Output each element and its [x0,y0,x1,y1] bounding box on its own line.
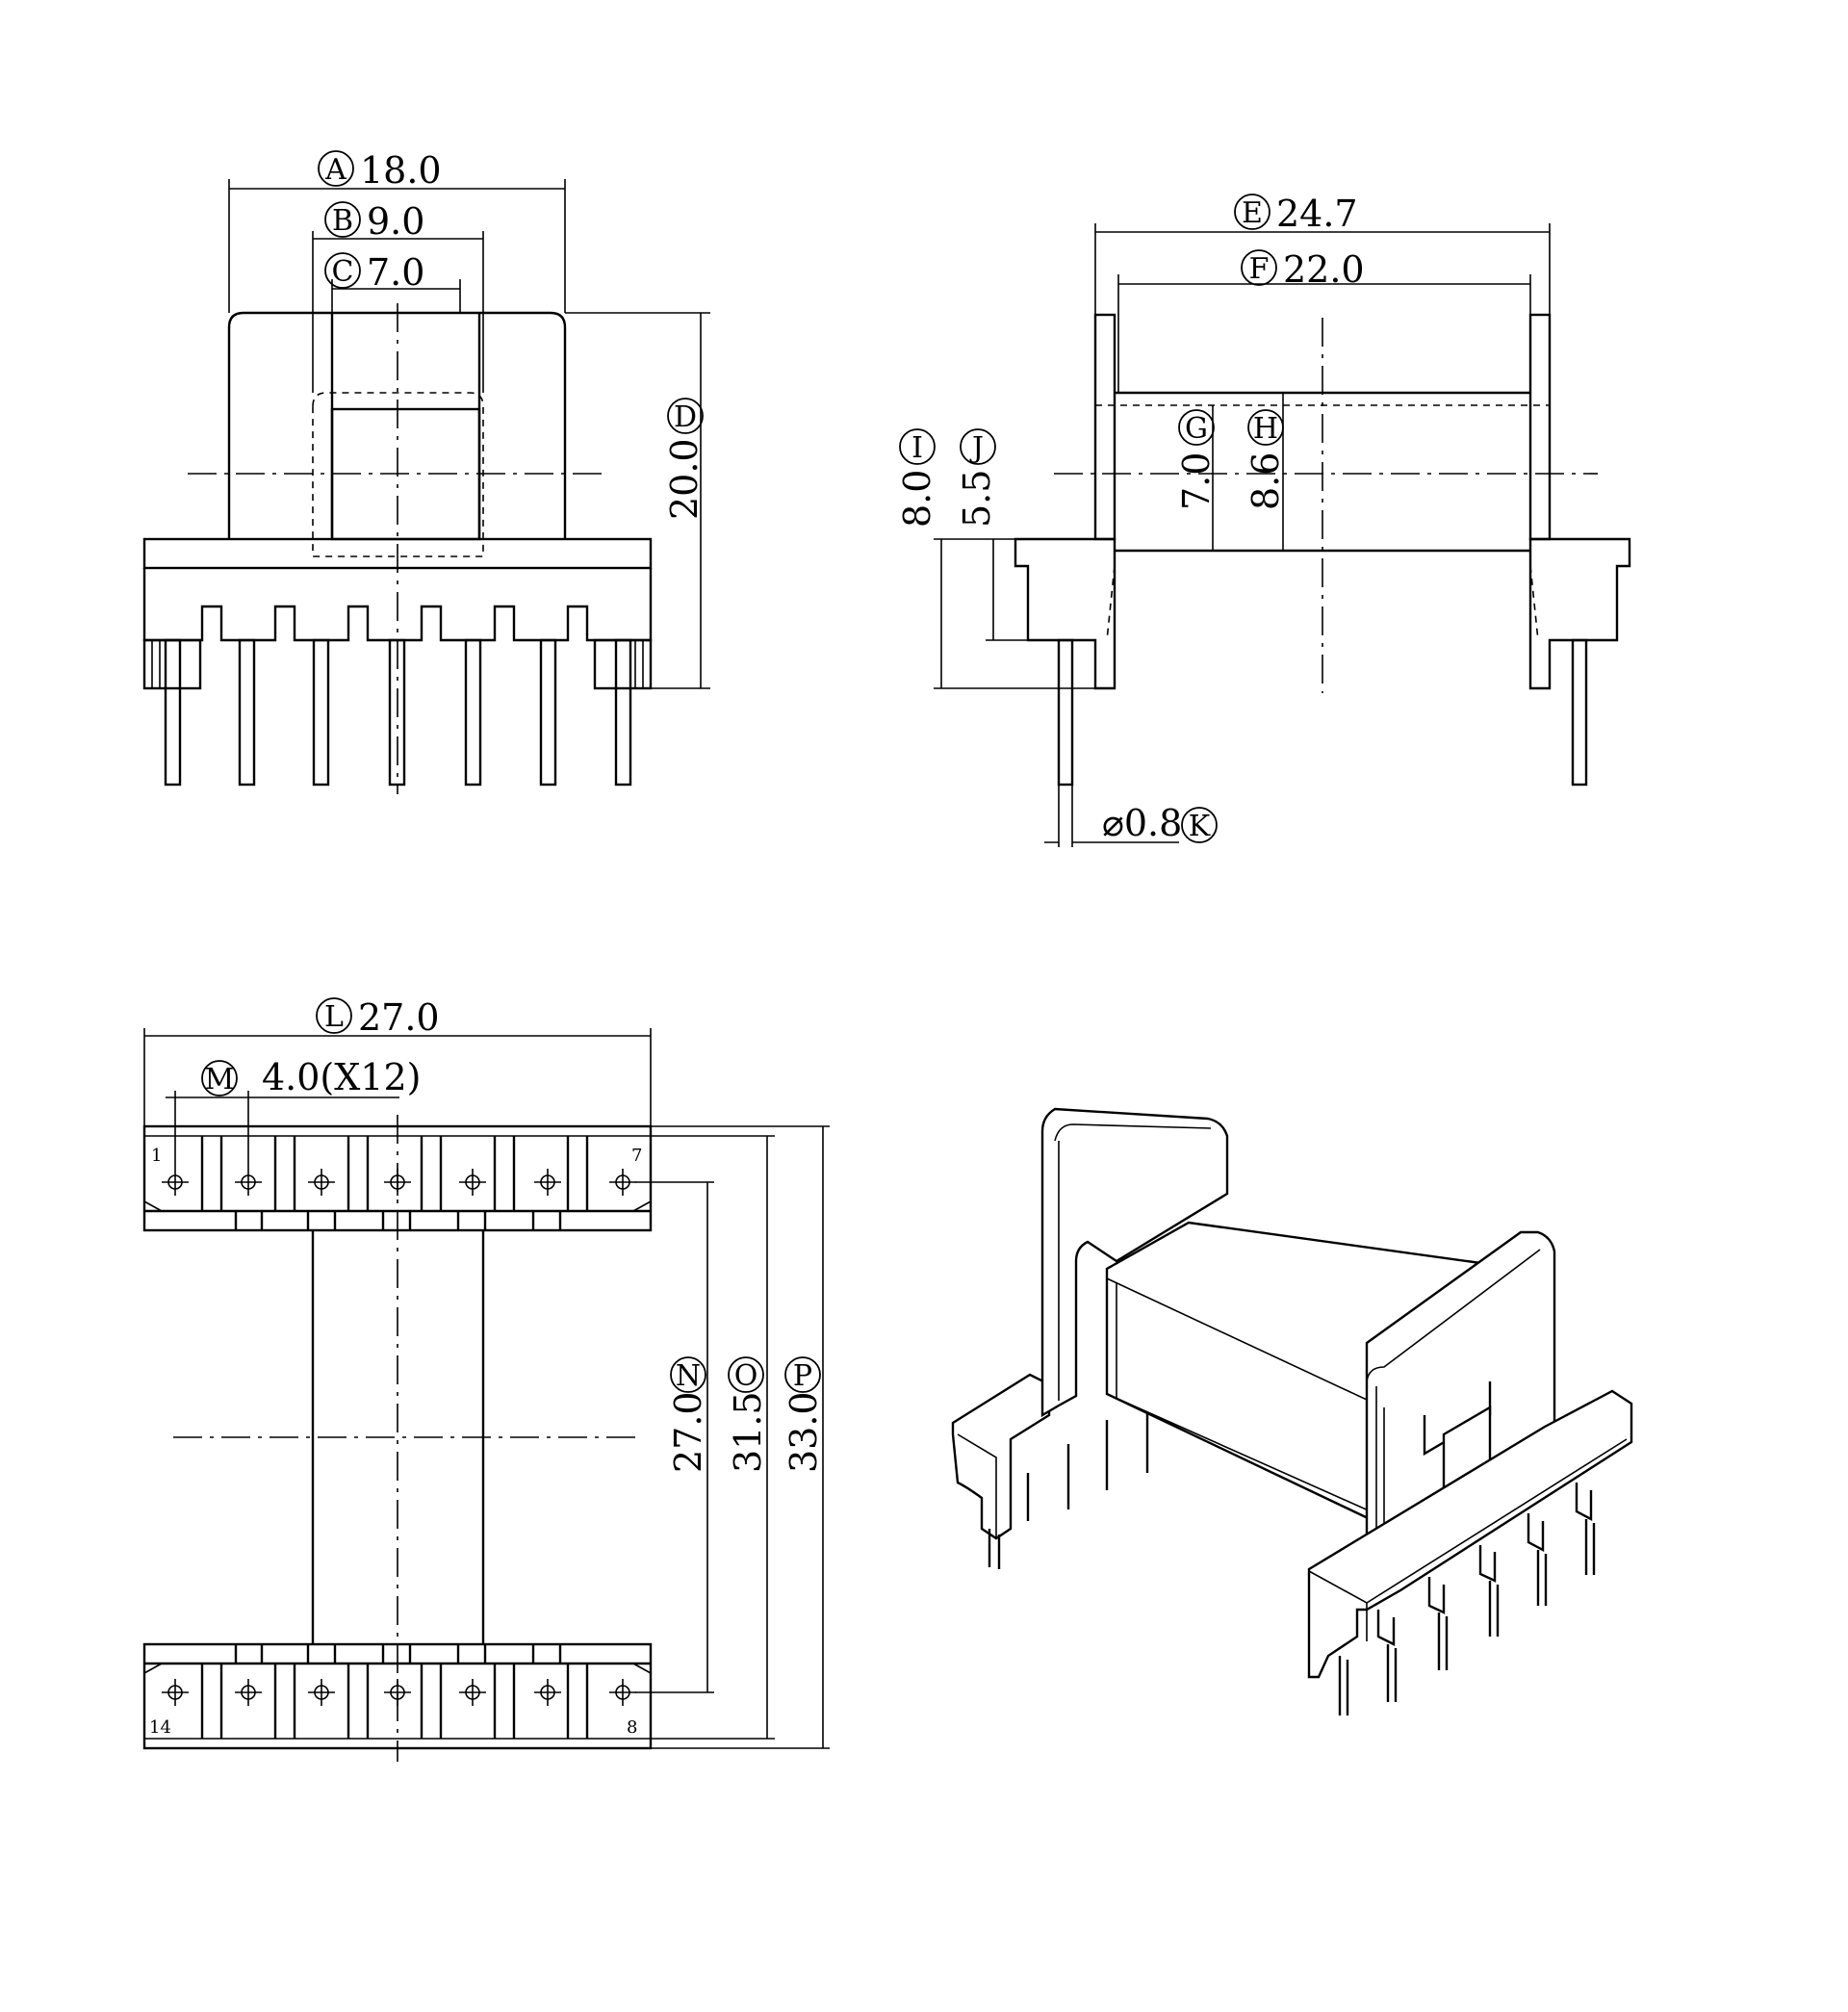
dim-f-value: 22.0 [1283,248,1365,291]
dimension-g: G 7.0 [1175,405,1218,551]
dim-c-letter: C [332,255,354,289]
dimension-b: B 9.0 [312,200,484,393]
front-view [142,303,653,794]
dim-c-value: 7.0 [367,251,424,294]
dim-n-value: 27.0 [667,1391,709,1473]
dim-j-letter: J [969,431,984,465]
dim-a-letter: A [324,153,346,187]
side-view [1014,313,1631,787]
dim-j-value: 5.5 [956,470,998,528]
dimension-c: C 7.0 [324,251,461,313]
dimension-j: J 5.5 [956,428,1028,641]
top-pin-markers [162,1169,636,1196]
pin-label-14: 14 [149,1717,171,1738]
dim-e-value: 24.7 [1276,193,1358,235]
dimension-p: P 33.0 [651,1125,830,1749]
bottom-pin-markers [162,1679,636,1706]
isometric-view [951,1107,1633,1715]
dimension-f: F 22.0 [1117,248,1531,393]
dimension-d: D 20.0 [565,312,710,689]
dimension-k: ⌀0.8 K [1044,785,1218,847]
dim-m-letter: M [205,1063,235,1096]
dimension-o: O 31.5 [651,1135,775,1740]
dimension-m: M 4.0(X12) [166,1056,422,1169]
dim-k-letter: K [1189,810,1211,843]
dim-o-value: 31.5 [727,1391,769,1473]
dim-h-value: 8.6 [1245,452,1287,510]
dim-l-value: 27.0 [358,996,440,1039]
dim-m-value: 4.0(X12) [262,1056,422,1098]
iso-front-pins [1338,1483,1596,1715]
pin-label-8: 8 [627,1717,637,1738]
pin-label-1: 1 [151,1146,162,1166]
dim-l-letter: L [324,1000,344,1034]
dim-b-value: 9.0 [367,200,424,243]
dim-i-letter: I [911,431,923,465]
dim-e-letter: E [1242,196,1263,230]
dim-i-value: 8.0 [896,470,938,528]
pin-label-7: 7 [631,1146,642,1166]
dimension-l: L 27.0 [143,996,652,1126]
dim-b-letter: B [332,204,353,238]
bottom-view: 1 7 14 8 [142,1115,653,1762]
dim-o-letter: O [734,1359,758,1393]
dim-n-letter: N [676,1359,701,1393]
dim-k-value: ⌀0.8 [1102,802,1182,844]
dim-d-value: 20.0 [663,438,706,520]
dimension-n: N 27.0 [635,1181,714,1693]
dim-p-letter: P [793,1359,812,1393]
dim-f-letter: F [1249,252,1270,286]
dim-d-letter: D [674,400,697,434]
dim-p-value: 33.0 [783,1391,825,1473]
dimension-a: A 18.0 [228,149,566,313]
dim-g-letter: G [1185,412,1208,446]
dim-h-letter: H [1253,412,1278,446]
dim-a-value: 18.0 [360,149,442,192]
dimension-i: I 8.0 [896,428,1095,689]
dimension-e: E 24.7 [1094,193,1551,315]
dim-g-value: 7.0 [1175,452,1218,510]
dimension-h: H 8.6 [1245,393,1287,551]
